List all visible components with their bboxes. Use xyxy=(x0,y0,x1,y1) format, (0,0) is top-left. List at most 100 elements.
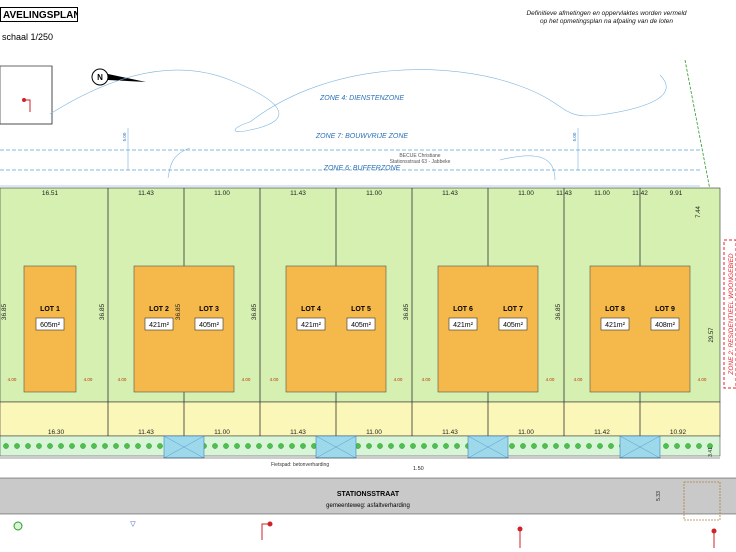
tree-icon xyxy=(586,443,592,449)
top-frontage-dim: 11.43 xyxy=(290,190,306,197)
tree-icon xyxy=(608,443,614,449)
bottom-frontage-dim: 11.00 xyxy=(214,429,230,436)
tree-icon xyxy=(421,443,427,449)
disclaimer-note: Definitieve afmetingen en oppervlaktes w… xyxy=(526,10,687,25)
neighbour-parcel xyxy=(0,65,53,125)
top-frontage-dim: 11.43 xyxy=(556,190,572,197)
tree-icon xyxy=(443,443,449,449)
top-frontage-dim: 9.91 xyxy=(670,190,683,197)
lot-area: 421m² xyxy=(149,322,170,329)
top-frontage-dim: 11.00 xyxy=(214,190,230,197)
tree-icon xyxy=(366,443,372,449)
tree-icon xyxy=(564,443,570,449)
lot-name: LOT 6 xyxy=(453,306,473,313)
tree-icon xyxy=(91,443,97,449)
setback-label: 4.00 xyxy=(8,377,17,382)
scale-label: schaal 1/250 xyxy=(2,32,54,42)
tree-icon xyxy=(47,443,53,449)
zone4-label: ZONE 4: DIENSTENZONE xyxy=(319,95,404,102)
driveways xyxy=(163,435,661,459)
tree-icon xyxy=(102,443,108,449)
bottom-frontage-dim: 11.43 xyxy=(442,429,458,436)
lot-area: 605m² xyxy=(40,322,61,329)
road-surface xyxy=(0,478,736,514)
bottom-frontage-dim: 11.43 xyxy=(138,429,154,436)
lot-area-box xyxy=(600,317,630,331)
corner-dim: 7.44 xyxy=(696,206,702,218)
lot-name: LOT 9 xyxy=(655,306,675,313)
setback-label: 4.00 xyxy=(422,377,431,382)
residential-zone-frame xyxy=(723,239,736,389)
tree-icon xyxy=(3,443,9,449)
tree-icon xyxy=(245,443,251,449)
tree-icon xyxy=(69,443,75,449)
depth-dim: 36.85 xyxy=(555,303,562,320)
lot-area: 421m² xyxy=(453,322,474,329)
lot-area-box xyxy=(498,317,528,331)
bottom-frontage-dim: 11.00 xyxy=(518,429,534,436)
lot-name: LOT 3 xyxy=(199,306,219,313)
depth-dim: 36.85 xyxy=(251,303,258,320)
tree-icon xyxy=(575,443,581,449)
street-furniture xyxy=(13,521,717,548)
top-frontage-dim: 11.43 xyxy=(442,190,458,197)
setback-label: 4.00 xyxy=(242,377,251,382)
tree-icon xyxy=(520,443,526,449)
lot-area: 405m² xyxy=(503,322,524,329)
bottom-frontage-dim: 11.42 xyxy=(594,429,610,436)
right-boundary xyxy=(684,59,711,191)
lot-name: LOT 4 xyxy=(301,306,321,313)
tree-icon xyxy=(14,443,20,449)
tree-icon xyxy=(531,443,537,449)
tree-icon xyxy=(80,443,86,449)
setback-label: 4.00 xyxy=(118,377,127,382)
lot-area-box xyxy=(144,317,174,331)
right-small-dim: 3.41 xyxy=(708,447,714,457)
tree-icon xyxy=(685,443,691,449)
lot-area: 408m² xyxy=(655,322,676,329)
zone-depth-left: 5.00 xyxy=(122,132,127,141)
top-frontage-dim: 11.00 xyxy=(366,190,382,197)
tree-icon xyxy=(234,443,240,449)
lot-area-box xyxy=(296,317,326,331)
setback-label: 4.00 xyxy=(270,377,279,382)
tree-icon xyxy=(553,443,559,449)
tree-icon xyxy=(597,443,603,449)
tree-icon xyxy=(696,443,702,449)
tree-icon xyxy=(399,443,405,449)
lot-name: LOT 7 xyxy=(503,306,523,313)
setback-label: 4.00 xyxy=(574,377,583,382)
setback-label: 4.00 xyxy=(394,377,403,382)
tree-icon xyxy=(157,443,163,449)
top-frontage-dim: 11.00 xyxy=(594,190,610,197)
lot-area-box xyxy=(448,317,478,331)
tree-icon xyxy=(674,443,680,449)
top-frontage-dim: 11.43 xyxy=(138,190,154,197)
zone6-label: ZONE 6: BUFFERZONE xyxy=(323,165,401,172)
lot-area: 405m² xyxy=(199,322,220,329)
tree-icon xyxy=(410,443,416,449)
tree-icon xyxy=(432,443,438,449)
top-frontage-dim: 11.42 xyxy=(632,190,648,197)
top-frontage-dim: 11.00 xyxy=(518,190,534,197)
tree-icon xyxy=(146,443,152,449)
road-dim: 5.33 xyxy=(656,491,662,501)
street-surface: gemeenteweg: asfaltverharding xyxy=(326,503,410,509)
zone-boundaries xyxy=(49,69,667,181)
lot-area: 405m² xyxy=(351,322,372,329)
tree-icon xyxy=(135,443,141,449)
bottom-frontage-dim: 11.43 xyxy=(290,429,306,436)
front-yard-strip xyxy=(0,401,721,437)
lot-area: 421m² xyxy=(605,322,626,329)
bottom-frontage-dim: 10.92 xyxy=(670,429,687,436)
plan-title: AVELINGSPLAN xyxy=(0,7,78,22)
north-arrow-icon: N xyxy=(91,68,146,86)
depth-dim: 36.85 xyxy=(99,303,106,320)
depth-dim: 36.85 xyxy=(1,303,8,320)
tree-icon xyxy=(278,443,284,449)
footpath-label: Fietspad: betonverharding xyxy=(271,462,329,468)
zone7-label: ZONE 7: BOUWVRIJE ZONE xyxy=(315,133,409,140)
